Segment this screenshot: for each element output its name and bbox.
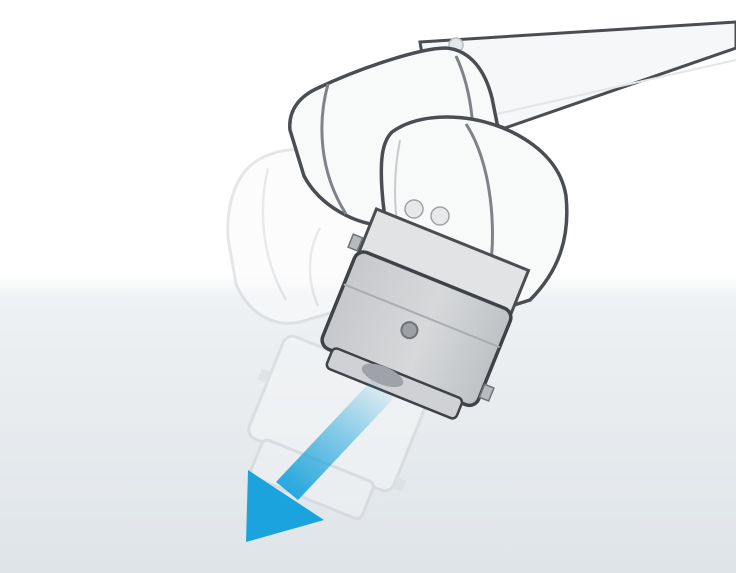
- wrist-button: [405, 200, 423, 218]
- wrist-button: [431, 207, 449, 225]
